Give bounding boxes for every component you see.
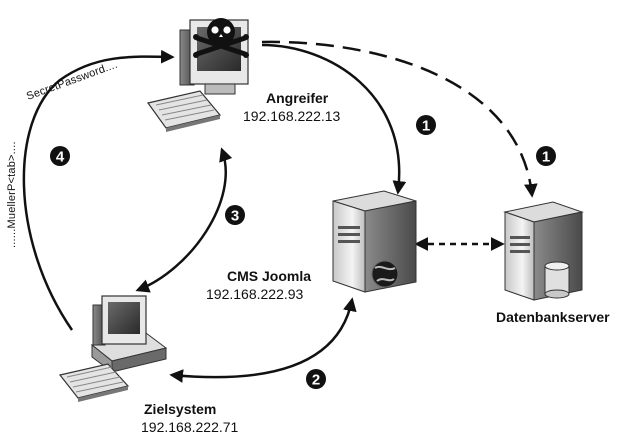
step-marker-1-cms: 1: [416, 115, 436, 135]
arrow-attacker-target: [135, 147, 233, 293]
attacker-computer-icon: [146, 18, 249, 132]
step-marker-3: 3: [225, 205, 245, 225]
arrow-target-to-attacker: [22, 49, 175, 331]
step-marker-2: 2: [306, 369, 326, 389]
attacker-ip: 192.168.222.13: [243, 108, 341, 124]
target-title: Zielsystem: [144, 401, 216, 417]
target-ip: 192.168.222.71: [141, 419, 239, 435]
arrow-target-cms: [169, 297, 357, 383]
captured-password-text: SecretPassword....: [25, 59, 119, 103]
cms-server-icon: [332, 190, 417, 293]
svg-text:4: 4: [56, 149, 65, 166]
target-keyboard-icon: [58, 363, 130, 402]
captured-username-text: ......MuellerP<tab>....: [6, 141, 18, 248]
arrow-attacker-to-db: [261, 40, 538, 198]
skull-icon: [193, 18, 249, 58]
svg-text:1: 1: [422, 118, 430, 135]
svg-text:1: 1: [542, 149, 550, 166]
svg-text:3: 3: [231, 208, 239, 225]
database-server-icon: [503, 201, 584, 301]
step-marker-1-db: 1: [536, 146, 556, 166]
database-title: Datenbankserver: [496, 309, 610, 325]
target-computer-icon: [58, 295, 168, 402]
step-marker-4: 4: [50, 146, 70, 166]
database-cylinder-icon: [544, 261, 570, 299]
attacker-keyboard-icon: [146, 90, 222, 132]
globe-icon: [371, 260, 399, 288]
cms-title: CMS Joomla: [227, 268, 311, 284]
svg-text:2: 2: [312, 372, 320, 389]
arrow-attacker-to-cms: [261, 43, 407, 195]
attacker-title: Angreifer: [266, 90, 329, 106]
cms-ip: 192.168.222.93: [206, 286, 304, 302]
